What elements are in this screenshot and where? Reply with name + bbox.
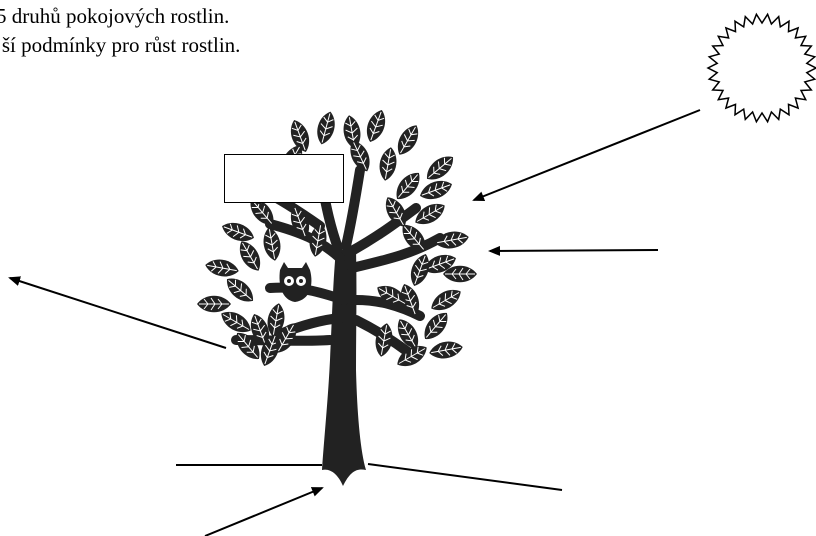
tree-icon [196,106,478,486]
label-box[interactable] [224,154,344,203]
arrow-bottom-to-roots [204,487,324,536]
answer-line-right [367,463,563,491]
arrow-right-to-tree [488,245,659,256]
instruction-line-1: 5 druhů pokojových rostlin. [0,4,230,28]
owl-icon [279,262,312,302]
arrow-sun-to-tree [472,109,701,201]
tree-trunk [322,250,366,486]
arrow-tree-to-left [8,276,227,349]
instruction-line-2: jší podmínky pro růst rostlin. [0,33,241,57]
pointer-arrows [8,109,701,536]
sun-icon [706,12,816,124]
